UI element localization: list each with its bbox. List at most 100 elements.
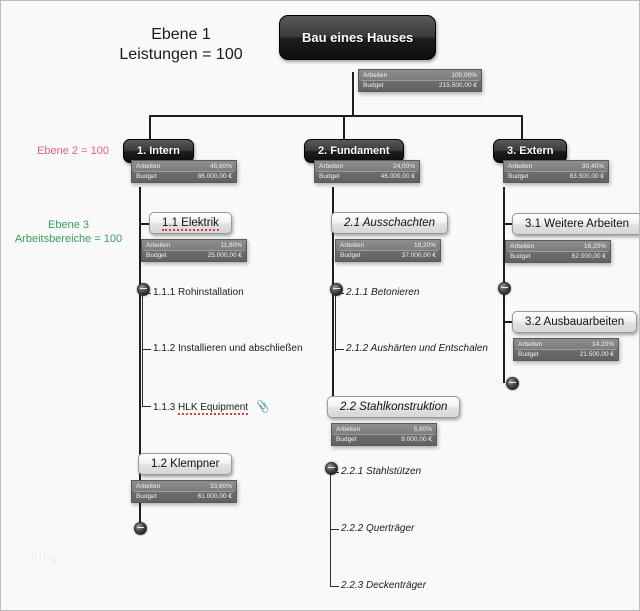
connector-branch-weitere <box>503 223 515 225</box>
datatable-klempner-budget-label: Budget <box>136 493 157 500</box>
node-extern-label[interactable]: 3. Extern <box>493 139 568 163</box>
leaf-1-1-2-number: 1.1.2 <box>153 343 176 354</box>
node-ausbauarbeiten[interactable]: 3.2 Ausbauarbeiten <box>512 311 638 333</box>
leaf-2-1-1-text: Betonieren <box>371 287 420 298</box>
leaf-1-1-2[interactable]: 1.1.2 Installieren und abschließen <box>153 343 303 354</box>
datatable-extern: Arbeiten 30,40% Budget 83.500,00 € <box>503 160 609 183</box>
leaf-1-1-3[interactable]: 1.1.3 HLK Equipment 📎 <box>153 400 271 415</box>
datatable-root-budget-label: Budget <box>363 82 384 89</box>
datatable-ausschachten-budget-value: 37.000,00 € <box>401 252 436 259</box>
connector-branch-elektrik <box>139 223 151 225</box>
collapse-dot-intern[interactable] <box>134 522 147 535</box>
datatable-extern-arbeiten-label: Arbeiten <box>506 162 556 172</box>
connector-leaf-112 <box>142 349 151 350</box>
connector-drop-fundament <box>343 115 345 139</box>
datatable-intern-budget-label: Budget <box>136 173 157 180</box>
datatable-stahlkonstruktion-arbeiten-label: Arbeiten <box>334 425 387 435</box>
collapse-dot-ausschachten[interactable] <box>330 283 343 296</box>
node-ausschachten[interactable]: 2.1 Ausschachten <box>331 212 448 234</box>
datatable-root-arbeiten-value: 100,00% <box>417 71 479 81</box>
leaf-2-2-3[interactable]: 2.2.3 Deckenträger <box>341 580 426 591</box>
datatable-fundament-budget-value: 46.000,00 € <box>380 173 415 180</box>
leaf-2-2-1[interactable]: 2.2.1 Stahlstützen <box>341 466 421 477</box>
attachment-icon[interactable]: 📎 <box>255 400 271 414</box>
node-klempner-label[interactable]: 1.2 Klempner <box>138 453 233 475</box>
datatable-weitere-arbeiten: Arbeiten 16,20% Budget 62.000,00 € <box>505 240 611 263</box>
leaf-2-2-1-text: Stahlstützen <box>366 466 422 477</box>
datatable-klempner-arbeiten-label: Arbeiten <box>134 482 184 492</box>
annotation-level-1: Ebene 1 Leistungen = 100 <box>101 25 261 65</box>
datatable-stahlkonstruktion-budget-label: Budget <box>336 436 357 443</box>
annotation-level-1-line-1: Ebene 1 <box>151 26 211 43</box>
leaf-2-2-1-number: 2.2.1 <box>341 466 364 477</box>
leaf-2-2-3-text: Deckenträger <box>366 580 427 591</box>
datatable-ausschachten-arbeiten-label: Arbeiten <box>338 241 388 251</box>
node-stahlkonstruktion[interactable]: 2.2 Stahlkonstruktion <box>327 396 461 418</box>
connector-spine-elektrik <box>142 293 143 407</box>
node-root-label[interactable]: Bau eines Hauses <box>279 15 437 60</box>
datatable-klempner-budget-value: 61.000,00 € <box>197 493 232 500</box>
leaf-2-2-2-number: 2.2.2 <box>341 523 364 534</box>
datatable-ausbauarbeiten-budget-value: 21.500,00 € <box>579 351 614 358</box>
datatable-ausbauarbeiten-arbeiten-label: Arbeiten <box>516 340 566 350</box>
connector-leaf-111 <box>142 293 151 294</box>
node-root[interactable]: Bau eines Hauses <box>279 15 437 60</box>
node-ausschachten-label[interactable]: 2.1 Ausschachten <box>331 212 448 234</box>
datatable-elektrik-arbeiten-value: 11,80% <box>193 241 244 251</box>
leaf-1-1-3-text: HLK Equipment <box>178 402 249 415</box>
connector-leaf-222 <box>330 529 339 530</box>
datatable-elektrik: Arbeiten 11,80% Budget 25.000,00 € <box>141 239 247 262</box>
node-weitere-arbeiten-label[interactable]: 3.1 Weitere Arbeiten <box>512 213 639 235</box>
collapse-dot-stahlkonstruktion[interactable] <box>325 462 338 475</box>
connector-root-stem <box>352 72 354 116</box>
node-intern[interactable]: 1. Intern <box>123 139 194 163</box>
datatable-root-budget-value: 215.500,00 € <box>439 82 477 89</box>
datatable-fundament-budget-label: Budget <box>319 173 340 180</box>
datatable-root-arbeiten-label: Arbeiten <box>361 71 418 81</box>
datatable-fundament-arbeiten-value: 24,00% <box>366 162 417 172</box>
node-ausbauarbeiten-label[interactable]: 3.2 Ausbauarbeiten <box>512 311 638 333</box>
leaf-2-1-2[interactable]: 2.1.2 Aushärten und Entschalen <box>346 343 488 354</box>
leaf-1-1-1[interactable]: 1.1.1 Rohinstallation <box>153 287 244 298</box>
connector-leaf-212 <box>335 349 344 350</box>
node-elektrik-label: 1.1 Elektrik <box>162 217 219 231</box>
datatable-klempner: Arbeiten 33,80% Budget 61.000,00 € <box>131 480 237 503</box>
datatable-fundament-arbeiten-label: Arbeiten <box>317 162 367 172</box>
datatable-ausbauarbeiten-budget-label: Budget <box>518 351 539 358</box>
datatable-elektrik-budget-value: 25.000,00 € <box>207 252 242 259</box>
leaf-1-1-3-number: 1.1.3 <box>153 402 176 413</box>
datatable-klempner-arbeiten-value: 33,80% <box>183 482 234 492</box>
datatable-elektrik-arbeiten-label: Arbeiten <box>144 241 194 251</box>
node-klempner[interactable]: 1.2 Klempner <box>138 453 233 475</box>
collapse-dot-ausbauarbeiten[interactable] <box>506 377 519 390</box>
datatable-weitere-arbeiten-budget-value: 62.000,00 € <box>571 253 606 260</box>
connector-drop-intern <box>149 115 151 139</box>
connector-spine-fundament <box>332 187 334 412</box>
connector-drop-extern <box>521 115 523 139</box>
connector-spine-ausschachten <box>335 293 336 351</box>
datatable-stahlkonstruktion-arbeiten-value: 5,80% <box>386 425 434 435</box>
leaf-2-1-1[interactable]: 2.1.1 Betonieren <box>346 287 419 298</box>
datatable-ausschachten: Arbeiten 18,20% Budget 37.000,00 € <box>335 239 441 262</box>
datatable-stahlkonstruktion: Arbeiten 5,80% Budget 9.000,00 € <box>331 423 437 446</box>
leaf-2-2-2-text: Querträger <box>366 523 415 534</box>
annotation-level-3: Ebene 3 Arbeitsbereiche = 100 <box>6 219 131 247</box>
leaf-2-1-1-number: 2.1.1 <box>346 287 369 298</box>
collapse-dot-weitere-arbeiten[interactable] <box>498 282 511 295</box>
node-stahlkonstruktion-label[interactable]: 2.2 Stahlkonstruktion <box>327 396 461 418</box>
leaf-1-1-2-text: Installieren und abschließen <box>178 343 303 354</box>
node-intern-label[interactable]: 1. Intern <box>123 139 194 163</box>
datatable-root: Arbeiten 100,00% Budget 215.500,00 € <box>358 69 482 92</box>
node-extern[interactable]: 3. Extern <box>493 139 568 163</box>
leaf-2-2-2[interactable]: 2.2.2 Querträger <box>341 523 414 534</box>
connector-leaf-221 <box>330 472 339 473</box>
node-elektrik[interactable]: 1.1 Elektrik <box>149 212 232 234</box>
connector-leaf-223 <box>330 586 339 587</box>
node-elektrik-box[interactable]: 1.1 Elektrik <box>149 212 232 234</box>
datatable-intern: Arbeiten 45,60% Budget 86.000,00 € <box>131 160 237 183</box>
collapse-dot-elektrik[interactable] <box>137 283 150 296</box>
node-weitere-arbeiten[interactable]: 3.1 Weitere Arbeiten <box>512 213 639 235</box>
datatable-ausschachten-budget-label: Budget <box>340 252 361 259</box>
connector-branch-ausbau <box>503 321 515 323</box>
